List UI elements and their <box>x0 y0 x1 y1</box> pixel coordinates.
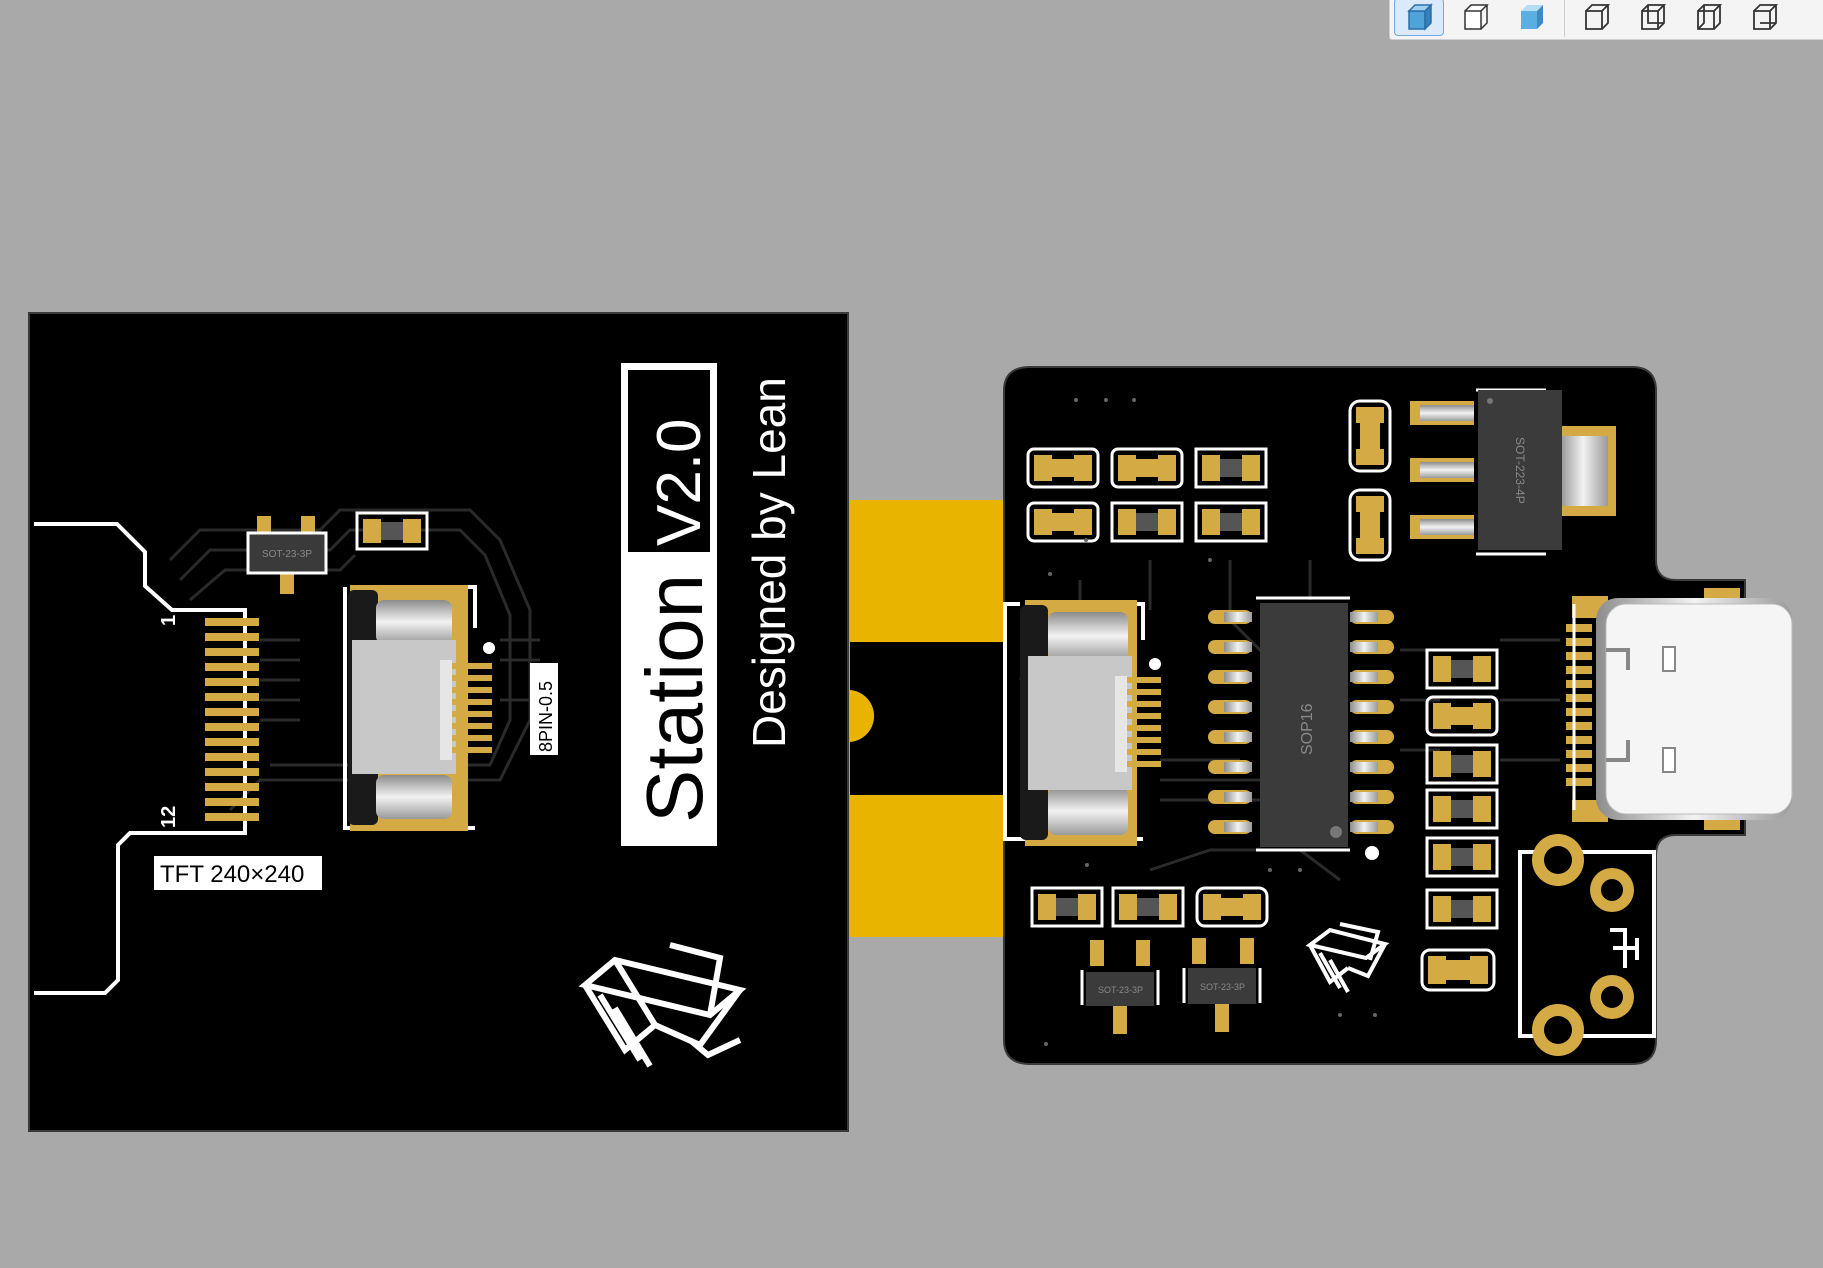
transistor-left: SOT-23-3P <box>246 516 328 594</box>
view-front-button[interactable] <box>1573 0 1623 36</box>
pin-last-label: 12 <box>158 806 180 828</box>
view-toolbar <box>1389 0 1823 40</box>
view-shaded-button[interactable] <box>1506 0 1556 36</box>
smd-component-left <box>355 511 429 551</box>
display-label-box <box>154 856 322 890</box>
title-label: Station <box>630 574 719 823</box>
push-button-footprint <box>1518 834 1656 1056</box>
view-right-button[interactable] <box>1741 0 1791 36</box>
version-label: V2.0 <box>645 418 714 546</box>
logo-small-icon <box>1305 922 1390 993</box>
view-back-button[interactable] <box>1629 0 1679 36</box>
view-wireframe-icon <box>1464 4 1489 30</box>
smd-components-bottom <box>1030 886 1269 928</box>
connector-label: 8PIN-0.5 <box>536 681 556 752</box>
connector-label-box <box>530 663 558 755</box>
view-solid-button[interactable] <box>1394 0 1444 36</box>
smd-components-top <box>1026 447 1268 543</box>
usb-c-connector <box>1566 588 1793 830</box>
transistor-right-2: SOT-23-3P <box>1182 938 1262 1032</box>
fpc-connector-left <box>343 585 495 831</box>
view-solid-icon <box>1407 3 1433 31</box>
regulator-label: SOT-223-4P <box>1513 437 1527 504</box>
view-wireframe-button[interactable] <box>1450 0 1500 36</box>
svg-text:SOT-23-3P: SOT-23-3P <box>262 549 312 560</box>
right-board[interactable]: SOT-223-4P <box>1003 366 1793 1065</box>
left-board[interactable]: 1 12 TFT 240×240 SOT-23-3P <box>28 312 849 1132</box>
sop16-chip: SOP16 <box>1208 596 1394 860</box>
fpc-connector-right <box>1003 600 1161 846</box>
board-title: V2.0 Station <box>621 363 719 846</box>
toolbar-separator <box>1564 0 1565 37</box>
credit-label: Designed by Lean <box>743 377 795 748</box>
display-label: TFT 240×240 <box>160 861 304 888</box>
ic-label: SOP16 <box>1299 703 1316 755</box>
view-shaded-icon <box>1521 5 1543 29</box>
voltage-regulator: SOT-223-4P <box>1410 388 1616 556</box>
view-right-icon <box>1753 4 1779 30</box>
transistor-right-1: SOT-23-3P <box>1080 940 1160 1034</box>
lcd-outline <box>34 522 247 995</box>
svg-text:SOT-23-3P: SOT-23-3P <box>1098 985 1143 995</box>
view-left-icon <box>1697 4 1723 30</box>
svg-text:SOT-23-3P: SOT-23-3P <box>1200 982 1245 992</box>
smd-components-vertical <box>1348 399 1392 562</box>
view-front-icon <box>1585 4 1611 30</box>
view-back-icon <box>1641 4 1667 30</box>
view-left-button[interactable] <box>1685 0 1735 36</box>
smd-components-right-column <box>1420 648 1499 992</box>
pin-first-label: 1 <box>158 615 180 626</box>
logo-icon <box>578 942 747 1068</box>
lcd-pads <box>205 618 259 821</box>
